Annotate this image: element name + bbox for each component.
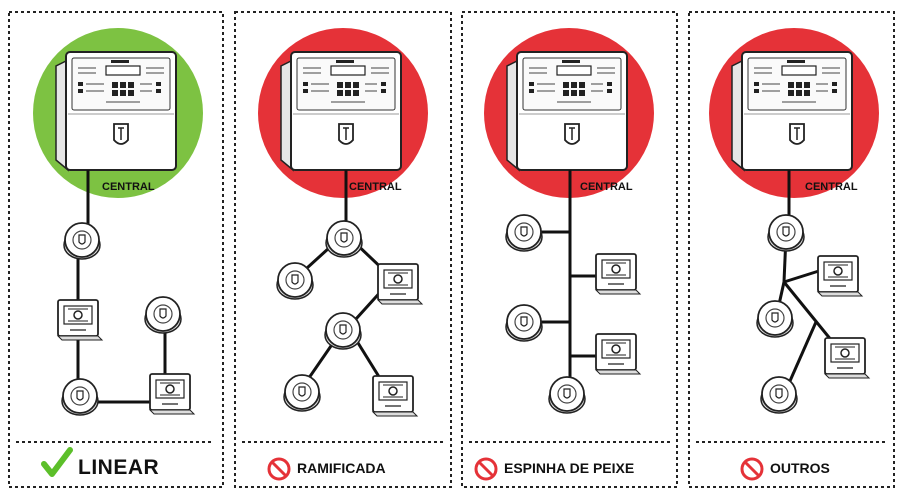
manual-call-point: [595, 253, 641, 295]
central-label: CENTRAL: [805, 181, 858, 193]
topology-title-espinha: ESPINHA DE PEIXE: [504, 460, 635, 476]
central-panel-device: [55, 51, 177, 171]
smoke-detector: [61, 378, 99, 416]
topology-title-outros: OUTROS: [770, 460, 830, 476]
panel-ramificada: [258, 28, 428, 481]
panel-border-ramificada: [234, 11, 452, 488]
panel-outros: [709, 28, 879, 481]
prohibited-icon: [740, 457, 764, 481]
smoke-detector: [144, 296, 182, 334]
manual-call-point: [377, 263, 423, 305]
central-label: CENTRAL: [102, 181, 155, 193]
smoke-detector: [276, 262, 314, 300]
central-panel-device: [731, 51, 853, 171]
central-label: CENTRAL: [349, 181, 402, 193]
panel-border-espinha: [461, 11, 678, 488]
central-panel-device: [280, 51, 402, 171]
panel-border-outros: [688, 11, 895, 488]
topology-title-ramificada: RAMIFICADA: [297, 460, 386, 476]
prohibited-icon: [474, 457, 498, 481]
smoke-detector: [760, 376, 798, 414]
manual-call-point: [57, 299, 103, 341]
prohibited-icon: [267, 457, 291, 481]
manual-call-point: [149, 373, 195, 415]
panel-border-linear: [8, 11, 224, 488]
smoke-detector: [505, 304, 543, 342]
smoke-detector: [283, 374, 321, 412]
manual-call-point: [372, 375, 418, 417]
panel-linear: [33, 28, 203, 477]
green-check-icon: [41, 447, 73, 477]
manual-call-point: [824, 337, 870, 379]
panel-espinha: [474, 28, 654, 481]
smoke-detector: [325, 220, 363, 258]
manual-call-point: [817, 255, 863, 297]
smoke-detector: [756, 300, 794, 338]
smoke-detector: [505, 214, 543, 252]
topology-title-linear: LINEAR: [78, 456, 160, 479]
smoke-detector: [63, 222, 101, 260]
manual-call-point: [595, 333, 641, 375]
central-panel-device: [506, 51, 628, 171]
smoke-detector: [767, 214, 805, 252]
smoke-detector: [548, 376, 586, 414]
smoke-detector: [324, 312, 362, 350]
central-label: CENTRAL: [580, 181, 633, 193]
